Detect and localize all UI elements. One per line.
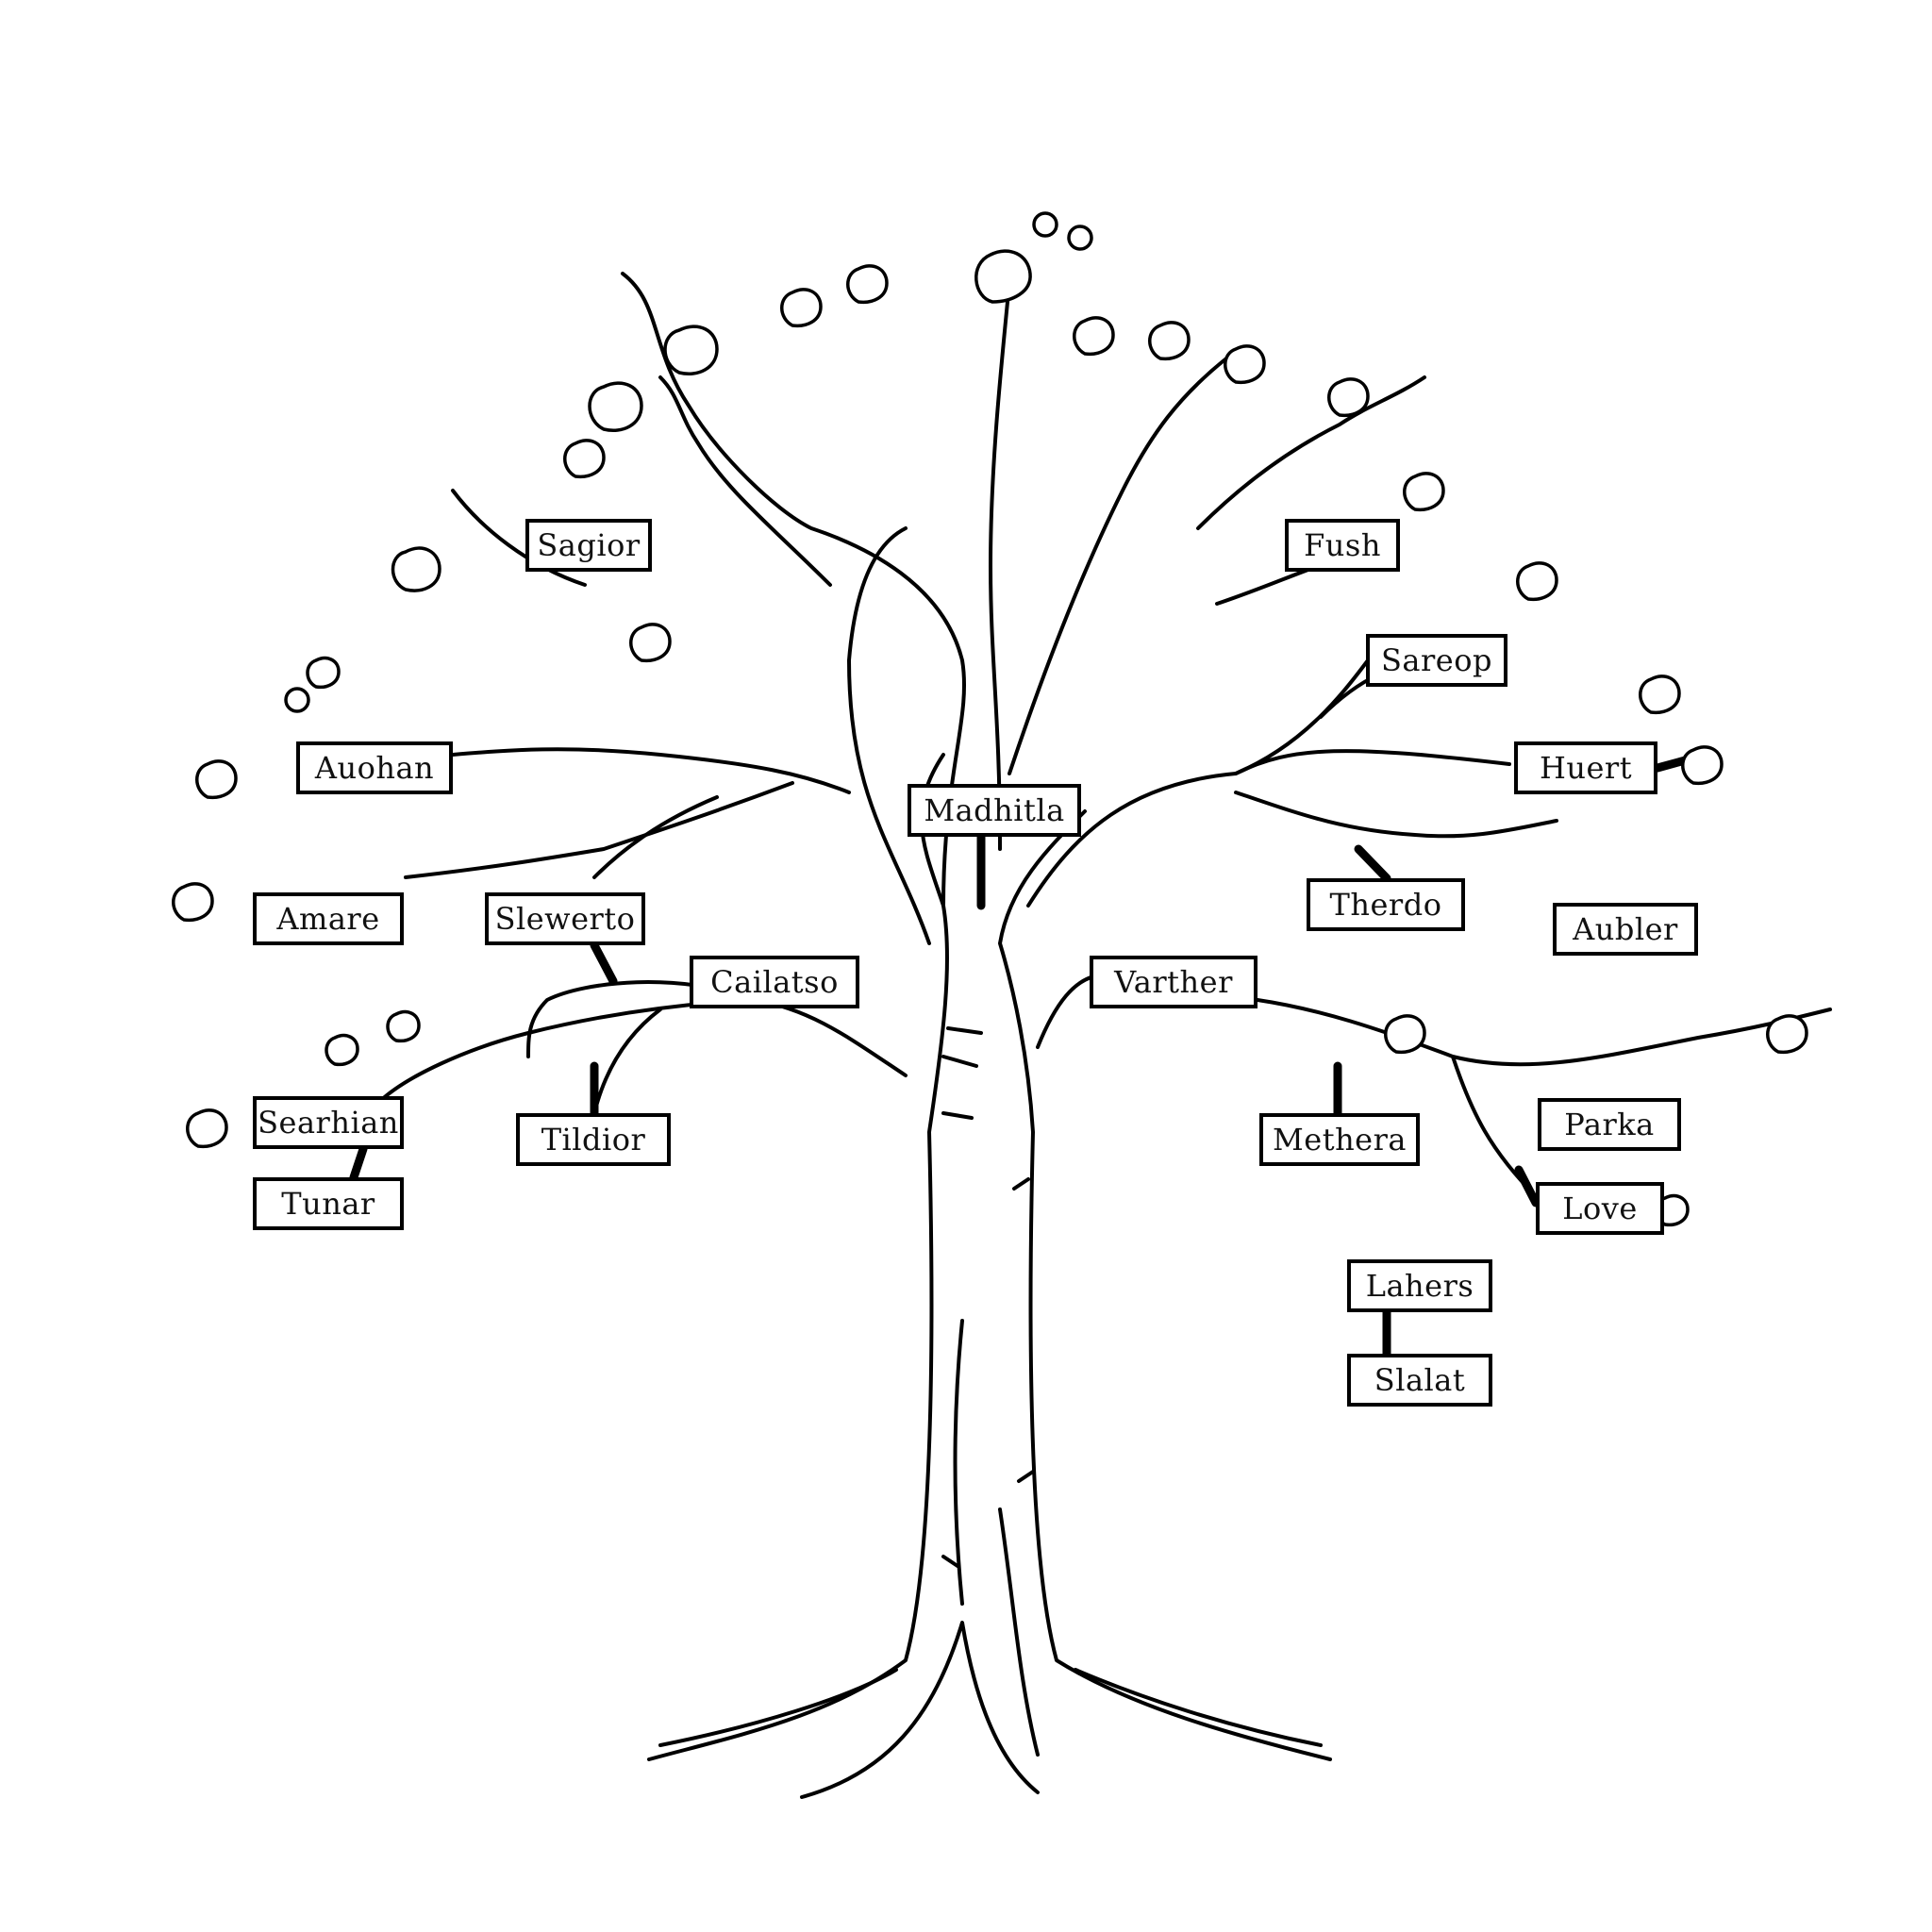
name-box-therdo[interactable]: Therdo xyxy=(1307,878,1465,931)
name-box-sareop[interactable]: Sareop xyxy=(1366,634,1507,687)
leaves xyxy=(172,211,1808,1227)
name-box-methera[interactable]: Methera xyxy=(1259,1113,1420,1166)
name-box-slewerto[interactable]: Slewerto xyxy=(485,892,645,945)
name-box-auohan[interactable]: Auohan xyxy=(296,741,453,794)
name-box-tunar[interactable]: Tunar xyxy=(253,1177,404,1230)
name-box-searhian[interactable]: Searhian xyxy=(253,1096,404,1149)
name-box-varther[interactable]: Varther xyxy=(1090,956,1257,1008)
connector-lines xyxy=(349,755,1693,1358)
name-box-cailatso[interactable]: Cailatso xyxy=(690,956,859,1008)
name-box-slalat[interactable]: Slalat xyxy=(1347,1354,1492,1407)
name-box-amare[interactable]: Amare xyxy=(253,892,404,945)
name-box-aubler[interactable]: Aubler xyxy=(1553,903,1698,956)
trunk xyxy=(647,753,1332,1799)
name-box-tildior[interactable]: Tildior xyxy=(516,1113,671,1166)
name-box-madhitla[interactable]: Madhitla xyxy=(908,784,1081,837)
name-box-love[interactable]: Love xyxy=(1536,1182,1664,1235)
name-box-sagior[interactable]: Sagior xyxy=(525,519,652,572)
name-box-lahers[interactable]: Lahers xyxy=(1347,1259,1492,1312)
name-box-parka[interactable]: Parka xyxy=(1538,1098,1681,1151)
name-box-fush[interactable]: Fush xyxy=(1285,519,1400,572)
name-box-huert[interactable]: Huert xyxy=(1514,741,1657,794)
